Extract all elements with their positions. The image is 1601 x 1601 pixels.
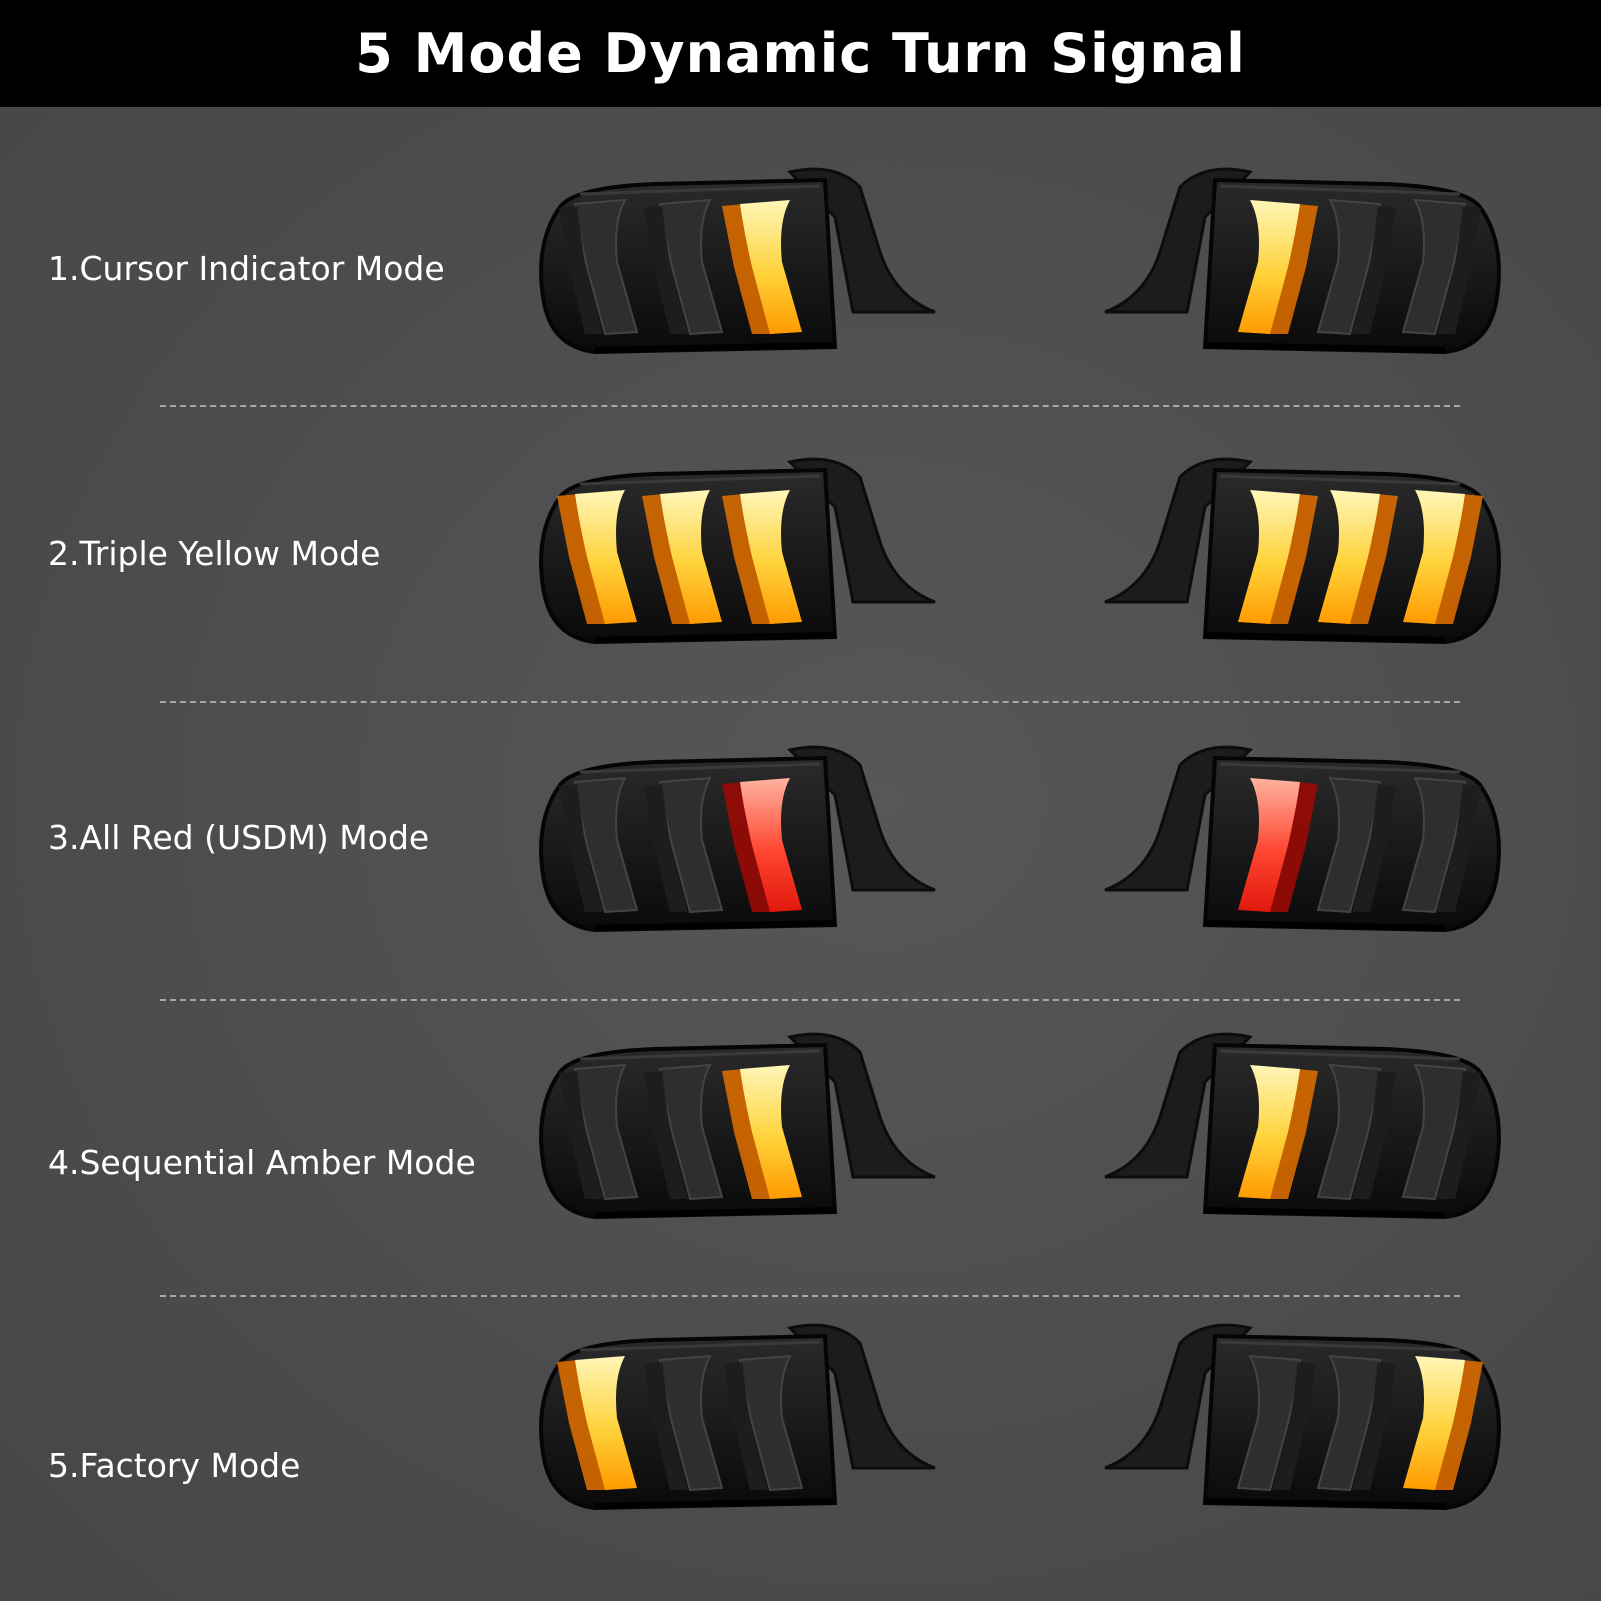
mode-label-1: 1.Cursor Indicator Mode [48, 249, 445, 288]
right-tail-light-mode-4 [1085, 1027, 1505, 1227]
mode-label-3: 3.All Red (USDM) Mode [48, 818, 430, 857]
page-title: 5 Mode Dynamic Turn Signal [355, 22, 1246, 85]
divider-3 [160, 999, 1460, 1001]
right-tail-light-mode-5 [1085, 1318, 1505, 1518]
mode-label-2: 2.Triple Yellow Mode [48, 534, 381, 573]
divider-1 [160, 405, 1460, 407]
right-tail-light-mode-2 [1085, 452, 1505, 652]
divider-4 [160, 1295, 1460, 1297]
left-tail-light-mode-1 [535, 162, 955, 362]
left-tail-light-mode-2 [535, 452, 955, 652]
mode-label-4: 4.Sequential Amber Mode [48, 1143, 476, 1182]
mode-label-5: 5.Factory Mode [48, 1446, 301, 1485]
right-tail-light-mode-3 [1085, 740, 1505, 940]
divider-2 [160, 701, 1460, 703]
right-tail-light-mode-1 [1085, 162, 1505, 362]
left-tail-light-mode-5 [535, 1318, 955, 1518]
title-banner: 5 Mode Dynamic Turn Signal [0, 0, 1601, 107]
left-tail-light-mode-4 [535, 1027, 955, 1227]
left-tail-light-mode-3 [535, 740, 955, 940]
